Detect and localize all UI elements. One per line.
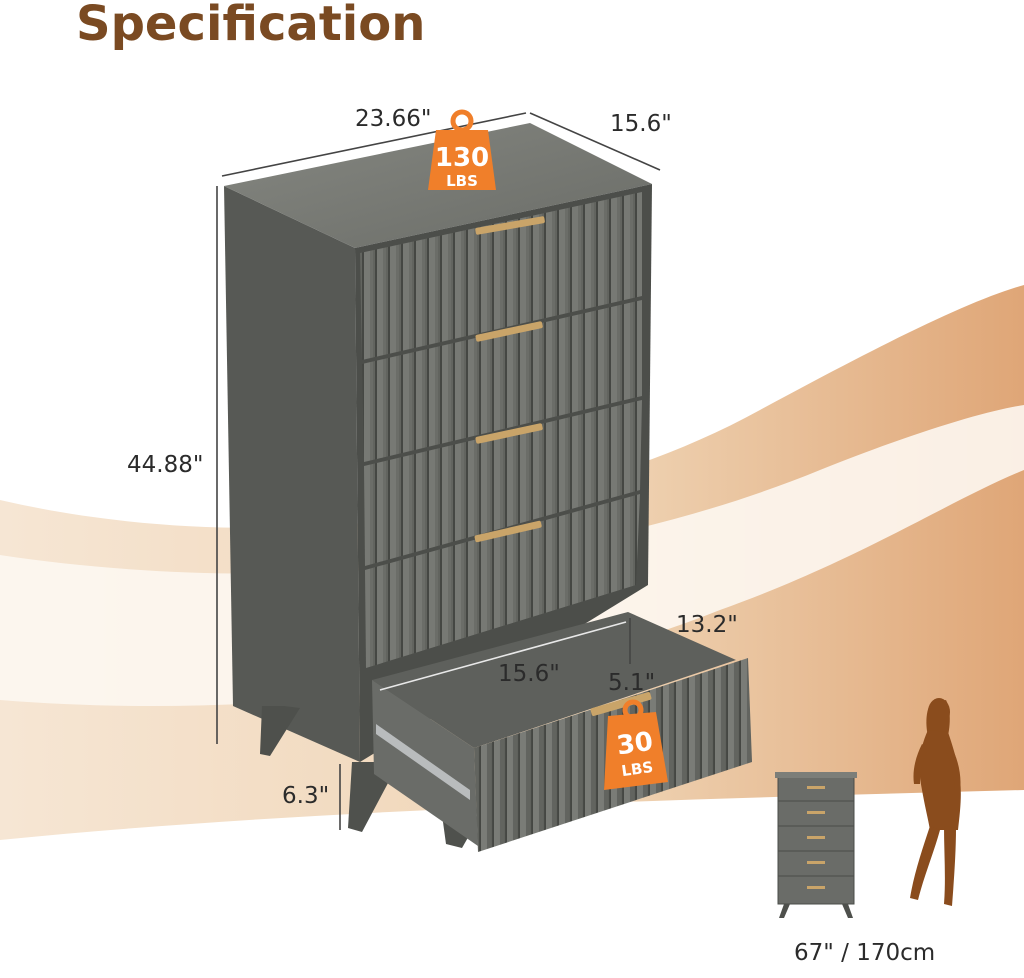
mini-leg-left bbox=[779, 904, 790, 918]
mini-handles bbox=[807, 786, 825, 889]
width-label: 23.66" bbox=[355, 106, 431, 132]
handle-top bbox=[475, 216, 545, 235]
leg-height-label: 6.3" bbox=[282, 783, 329, 809]
weight-icon bbox=[604, 699, 668, 790]
drawer-2[interactable] bbox=[362, 300, 642, 462]
mini-dresser bbox=[775, 772, 857, 918]
drawer-width-label: 15.6" bbox=[498, 661, 560, 687]
dimension-lines bbox=[216, 112, 661, 830]
mini-dresser-top bbox=[775, 772, 857, 778]
drawer-slide bbox=[376, 724, 470, 800]
depth-label: 15.6" bbox=[610, 111, 672, 137]
person-height-label: 67" / 170cm bbox=[794, 940, 935, 966]
height-label: 44.88" bbox=[127, 452, 203, 478]
top-load-badge: 130 LBS bbox=[428, 109, 496, 190]
depth-line bbox=[529, 112, 661, 171]
drawer-fronts bbox=[360, 192, 642, 668]
weight-icon bbox=[428, 109, 496, 190]
drawer-4[interactable] bbox=[365, 494, 640, 668]
mini-dresser-body bbox=[777, 775, 855, 905]
drawer-1[interactable] bbox=[360, 192, 642, 360]
handle-open-drawer bbox=[590, 692, 652, 716]
drawer-load-unit: LBS bbox=[620, 758, 654, 780]
handle-2 bbox=[475, 423, 543, 444]
dresser-side-panel bbox=[224, 186, 360, 762]
mini-drawer-lines bbox=[778, 800, 854, 877]
width-line bbox=[221, 112, 527, 177]
drawer-depth-label: 13.2" bbox=[676, 612, 738, 638]
page-title: Specification bbox=[76, 0, 425, 52]
drawer-3[interactable] bbox=[364, 400, 642, 566]
top-load-unit: LBS bbox=[446, 172, 478, 190]
leg-back-left bbox=[260, 706, 300, 756]
woman-silhouette-icon bbox=[910, 698, 961, 906]
top-load-value: 130 bbox=[435, 143, 489, 173]
handle-3 bbox=[474, 520, 542, 543]
drawer-width-line bbox=[379, 621, 627, 691]
drawer-height-label: 5.1" bbox=[608, 670, 655, 696]
drawer-interior bbox=[372, 612, 736, 748]
drawer-load-badge: 30 LBS bbox=[604, 699, 668, 790]
handle-1 bbox=[475, 321, 543, 342]
backdrop-floor bbox=[0, 790, 1024, 978]
mini-leg-right bbox=[842, 904, 853, 918]
drawer-handles bbox=[474, 216, 545, 543]
drawer-load-value: 30 bbox=[615, 727, 655, 762]
